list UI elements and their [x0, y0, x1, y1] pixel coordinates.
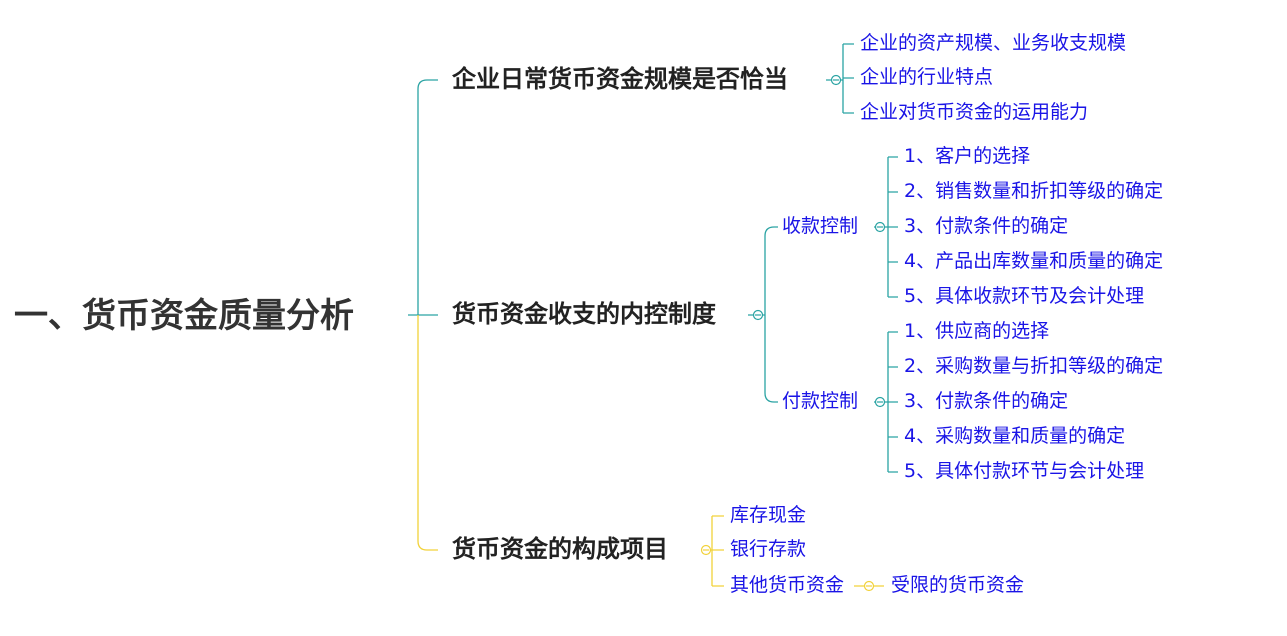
collapse-toggle-branch-2[interactable] — [752, 309, 764, 321]
branch-topic[interactable]: 货币资金的构成项目 — [452, 535, 668, 563]
connector-branch-2-children — [748, 226, 778, 403]
subtopic-item[interactable]: 4、产品出库数量和质量的确定 — [904, 250, 1164, 272]
subtopic[interactable]: 企业对货币资金的运用能力 — [860, 101, 1089, 123]
connector-root-branch-3 — [417, 315, 438, 551]
subtopic[interactable]: 其他货币资金 — [730, 574, 845, 596]
collapse-toggle-branch-3[interactable] — [700, 544, 712, 556]
subtopic-item[interactable]: 1、供应商的选择 — [904, 320, 1050, 342]
subtopic-item[interactable]: 5、具体付款环节与会计处理 — [904, 460, 1145, 482]
subtopic-item[interactable]: 5、具体收款环节及会计处理 — [904, 285, 1145, 307]
subtopic[interactable]: 库存现金 — [730, 504, 807, 526]
subtopic[interactable]: 银行存款 — [730, 538, 807, 560]
collapse-toggle-other-cash[interactable] — [863, 580, 875, 592]
subtopic-item[interactable]: 3、付款条件的确定 — [904, 215, 1069, 237]
subtopic-item[interactable]: 受限的货币资金 — [891, 574, 1025, 596]
collapse-toggle-branch-1[interactable] — [830, 74, 842, 86]
subtopic-receipt-control[interactable]: 收款控制 — [782, 215, 859, 237]
subtopic[interactable]: 企业的资产规模、业务收支规模 — [860, 32, 1127, 54]
subtopic-item[interactable]: 1、客户的选择 — [904, 145, 1031, 167]
subtopic-item[interactable]: 4、采购数量和质量的确定 — [904, 425, 1126, 447]
branch-topic[interactable]: 企业日常货币资金规模是否恰当 — [452, 65, 788, 93]
connector-root-branch-1 — [408, 79, 438, 316]
collapse-toggle-payment-control[interactable] — [874, 396, 886, 408]
root-topic[interactable]: 一、货币资金质量分析 — [14, 296, 354, 336]
subtopic-item[interactable]: 3、付款条件的确定 — [904, 390, 1069, 412]
subtopic[interactable]: 企业的行业特点 — [860, 66, 994, 88]
subtopic-item[interactable]: 2、采购数量与折扣等级的确定 — [904, 355, 1164, 377]
subtopic-item[interactable]: 2、销售数量和折扣等级的确定 — [904, 180, 1164, 202]
collapse-toggle-receipt-control[interactable] — [874, 221, 886, 233]
branch-topic[interactable]: 货币资金收支的内控制度 — [452, 300, 716, 328]
subtopic-payment-control[interactable]: 付款控制 — [782, 390, 859, 412]
